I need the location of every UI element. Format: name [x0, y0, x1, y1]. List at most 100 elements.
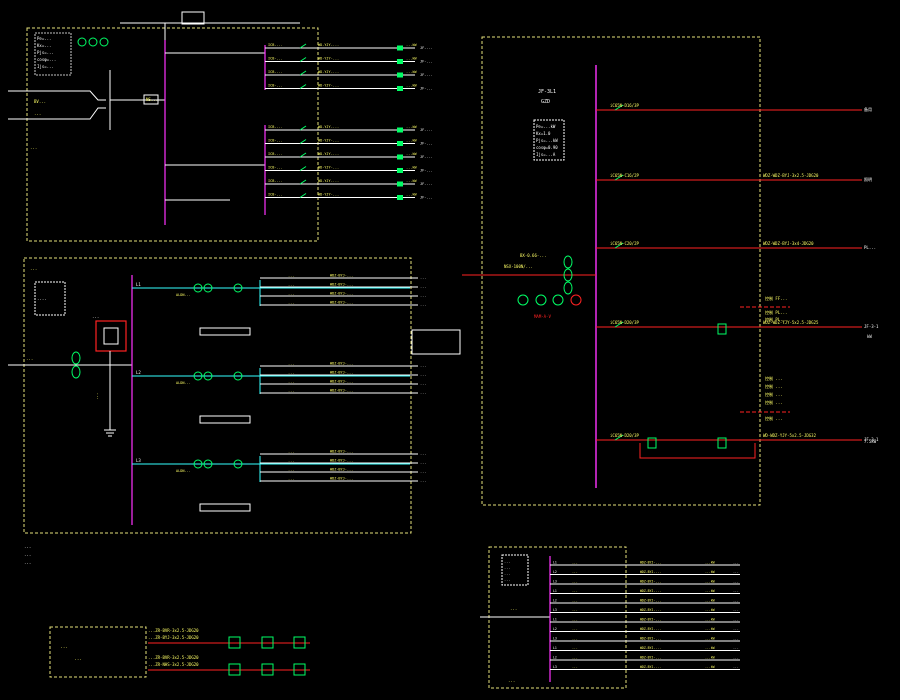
- panel-footer: ...: [508, 678, 515, 683]
- param-line: Ijs=...A: [536, 152, 556, 157]
- row-cable: WDZ-BYJ-...: [330, 477, 353, 481]
- load-marker: [397, 59, 403, 64]
- breaker-icon: [614, 104, 624, 111]
- ct-icon: [193, 283, 203, 293]
- row-breaker: ...: [288, 450, 294, 454]
- info-line: Pe=...: [37, 36, 51, 41]
- outgoing-row: ICB-...WD-YJY-......kWJF-...: [265, 84, 433, 91]
- row-kw: ...kW: [705, 656, 715, 660]
- top-left-panel: Pe=... Kx=... Pjs=... cosφ=... Ijs=... B…: [8, 11, 433, 242]
- circuit-breaker: iC65N-C16/2P: [610, 173, 639, 178]
- row-kw: ...kW: [705, 637, 715, 641]
- row-cable: WDZ-BYJ-...: [640, 589, 661, 593]
- row-breaker: ...: [288, 274, 294, 278]
- circuit-load: PL...: [864, 245, 876, 250]
- outgoing-row: L2...WDZ-BYJ-......kW...: [550, 656, 740, 661]
- meter-icon: [552, 294, 564, 306]
- row-load: ...: [733, 589, 739, 593]
- row-kw: ...: [420, 294, 426, 298]
- row-tag: JF-...: [420, 182, 433, 186]
- ct-icon: [71, 365, 81, 379]
- panel-title: ...: [30, 266, 37, 271]
- control-note: 控制 ...: [765, 415, 783, 421]
- row-breaker: ...: [288, 362, 294, 366]
- panel-note: ···: [30, 146, 37, 151]
- control-note: 控制 PL...: [765, 316, 787, 322]
- row-breaker: ICB-...: [268, 70, 283, 74]
- row-breaker: ...: [288, 477, 294, 481]
- row-breaker: ICB-...: [268, 139, 283, 143]
- row-load: ...: [733, 637, 739, 641]
- row-breaker: ...: [572, 599, 578, 603]
- incoming-label: ...: [26, 356, 33, 361]
- meter-icon: [99, 37, 109, 47]
- row-kw: ...kW: [406, 139, 417, 143]
- info-line: ...: [504, 560, 510, 564]
- row-cable: WD-YJY-...: [318, 84, 339, 88]
- legend-line: ...ZR-BYJ-3x2.5-JDG20: [148, 635, 199, 640]
- incoming-label: ...: [34, 111, 41, 116]
- outgoing-row: L3...WDZ-BYJ-......kW...: [550, 580, 740, 585]
- breaker-icon: [614, 434, 624, 441]
- legend-line: ...ZR-BVR-3x2.5-JDG20: [148, 628, 199, 633]
- outgoing-row: ICB-...WD-YJY-......kWJF-...: [265, 152, 433, 160]
- notes-low: 控制 ... 控制 ... 控制 ... 控制 ... 控制 ...: [765, 375, 783, 421]
- info-box: [34, 32, 72, 76]
- row-cable: WD-YJY-...: [318, 193, 339, 197]
- row-cable: WDZ-BYJ-...: [330, 274, 353, 278]
- outgoing-row: ICB-...WD-YJY-......kWJF-...: [265, 166, 433, 173]
- row-kw: ...kW: [705, 561, 715, 565]
- row-phase: L2: [553, 627, 557, 631]
- meter-icon: [517, 294, 529, 306]
- breaker-icon: [299, 139, 307, 144]
- row-kw: ...: [420, 364, 426, 368]
- row-tag: JF-...: [420, 196, 433, 200]
- info-box: [501, 554, 529, 586]
- legend-line: ...ZR-NHS-3x2.5-JDG20: [148, 662, 199, 667]
- row-breaker: ...: [288, 380, 294, 384]
- row-kw: ...kW: [406, 166, 417, 170]
- row-cable: WD-YJY-...: [318, 166, 339, 170]
- row-breaker: ...: [288, 292, 294, 296]
- circuit-load: 照明: [864, 177, 872, 182]
- row-phase: L1: [553, 646, 557, 650]
- row-kw: ...: [420, 452, 426, 456]
- row-kw: ...kW: [406, 57, 417, 61]
- breaker-box: [143, 94, 159, 105]
- meter-icon: [535, 294, 547, 306]
- outgoing-row: ICB-...WD-YJY-......kWJF-...: [265, 125, 433, 133]
- row-cable: WDZ-BYJ-...: [640, 646, 661, 650]
- row-cable: WDZ-BYJ-...: [330, 450, 353, 454]
- phase-label: L1: [136, 282, 141, 287]
- row-breaker: ...: [572, 608, 578, 612]
- row-tag: JF-...: [420, 87, 433, 91]
- row-tag: JF-...: [420, 73, 433, 77]
- outgoing-row: ICB-...WD-YJY-......kWJF-...: [265, 43, 433, 51]
- contactor-icon: [717, 437, 727, 449]
- row-load: ...: [733, 656, 739, 660]
- load-marker: [397, 45, 403, 51]
- row-load: ...: [733, 665, 739, 669]
- breaker-icon: [614, 321, 624, 328]
- row-cable: WDZ-BYJ-...: [330, 292, 353, 296]
- outgoing-rows: L1... WDZ-BYJ-... ...kW... L2... WDZ-BYJ-...…: [550, 561, 740, 670]
- breaker-icon: [299, 70, 307, 76]
- outgoing-row: L2...WDZ-BYJ-......kW...: [550, 599, 740, 604]
- info-line: cosφ=...: [37, 57, 56, 62]
- row-breaker: ...: [572, 570, 578, 574]
- row-kw: ...kW: [705, 570, 715, 574]
- row-cable: WDZ-BYJ-...: [640, 599, 661, 603]
- legend-device-icon: [228, 663, 241, 676]
- row-breaker: ...: [572, 580, 578, 584]
- ct-icon: [203, 283, 213, 293]
- row-kw: ...kW: [406, 179, 417, 183]
- notes-mid: 控制 FF... 控制 PL... 控制 PL...: [765, 295, 787, 322]
- load-marker: [397, 181, 403, 187]
- group-breaker: ALDN...: [176, 293, 191, 297]
- ct-icon: [233, 371, 243, 381]
- row-breaker: ...: [288, 459, 294, 463]
- info-lines: Pe=... Kx=... Pjs=... cosφ=... Ijs=...: [37, 36, 56, 69]
